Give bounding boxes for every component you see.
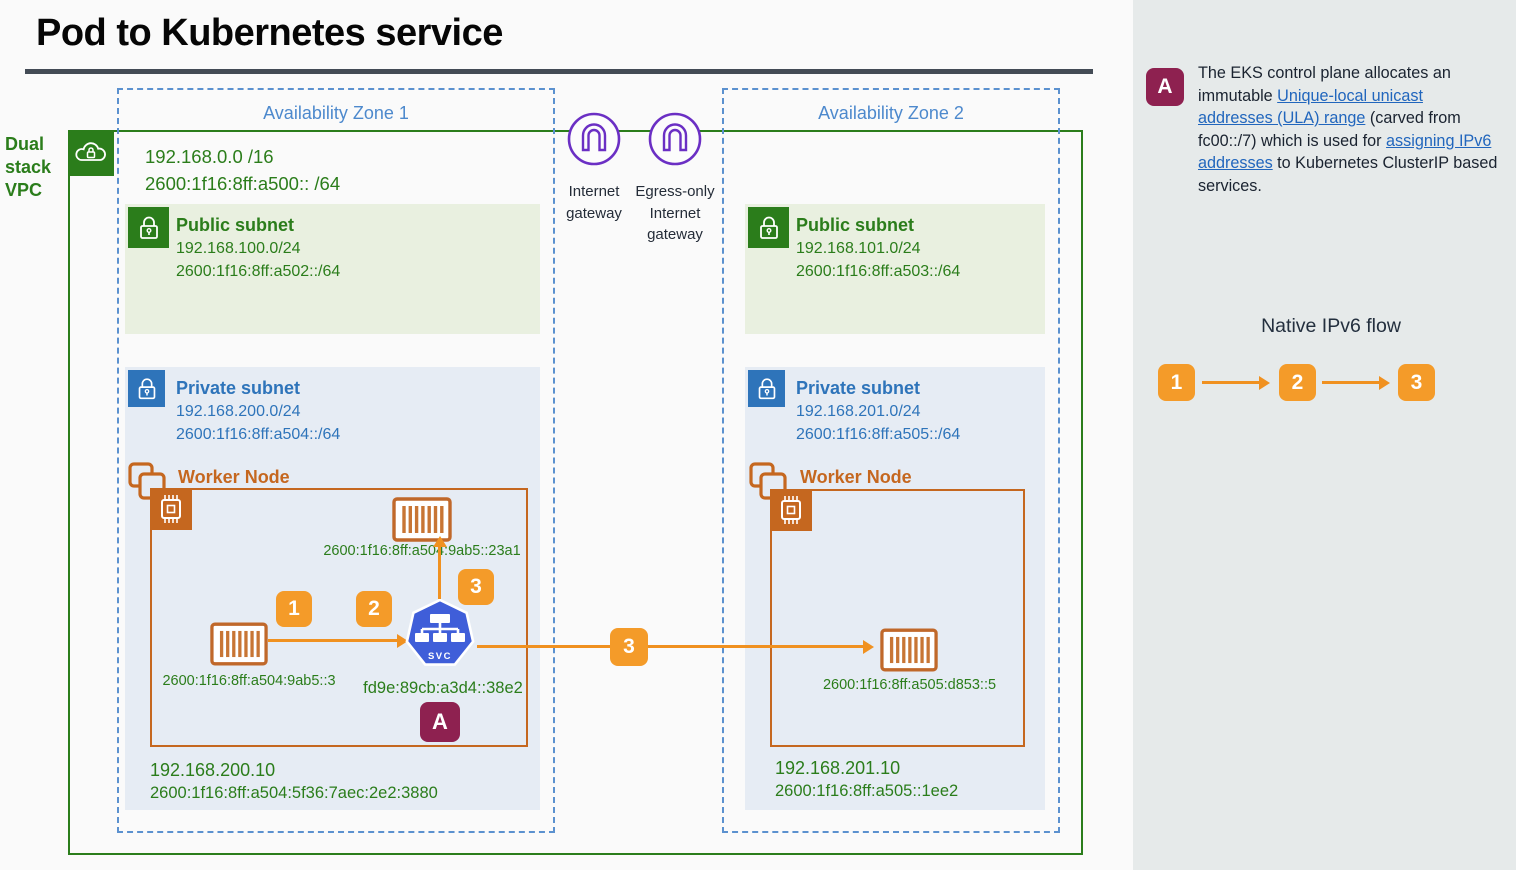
az2-private-cidr-v6: 2600:1f16:8ff:a505::/64 bbox=[796, 426, 961, 443]
step-2-badge: 2 bbox=[356, 591, 392, 627]
vpc-cidr-v4: 192.168.0.0 /16 bbox=[145, 146, 274, 167]
annotation-note: The EKS control plane allocates an immut… bbox=[1198, 62, 1500, 197]
step-1-badge: 1 bbox=[276, 591, 312, 627]
az1-node-ips: 192.168.200.10 2600:1f16:8ff:a504:5f36:7… bbox=[150, 759, 438, 804]
assigning-ipv6-link[interactable]: assigning IPv6 addresses bbox=[1198, 131, 1492, 173]
flow-title: Native IPv6 flow bbox=[1261, 315, 1401, 337]
flow-step-1-badge: 1 bbox=[1158, 364, 1195, 401]
az2-private-subnet: Private subnet 192.168.201.0/24 2600:1f1… bbox=[745, 367, 1045, 810]
az1-private-cidr-v6: 2600:1f16:8ff:a504::/64 bbox=[176, 426, 341, 443]
note-segment: to Kubernetes ClusterIP based services. bbox=[1198, 154, 1498, 195]
instance-chip-icon bbox=[770, 489, 812, 531]
az1-public-cidr-v4: 192.168.100.0/24 bbox=[176, 240, 301, 257]
az1-boundary: Availability Zone 1 bbox=[117, 88, 555, 833]
private-subnet-lock-icon bbox=[128, 370, 165, 407]
az2-label: Availability Zone 2 bbox=[818, 103, 964, 123]
private-subnet-lock-icon bbox=[748, 370, 785, 407]
egress-only-gateway-icon bbox=[648, 112, 702, 166]
az2-node-ipv4: 192.168.201.10 bbox=[775, 758, 901, 778]
pod-icon bbox=[210, 622, 268, 671]
az1-public-subnet-label: Public subnet bbox=[176, 215, 295, 235]
service-cluster-ip: fd9e:89cb:a3d4::38e2 bbox=[363, 679, 523, 697]
az2-public-subnet-label: Public subnet bbox=[796, 215, 915, 235]
vpc-cidr: 192.168.0.0 /16 2600:1f16:8ff:a500:: /64 bbox=[145, 143, 340, 197]
sidebar-annotation-a-badge: A bbox=[1146, 68, 1184, 106]
service-to-pod-arrow bbox=[433, 536, 447, 599]
az2-public-subnet: Public subnet 192.168.101.0/24 2600:1f16… bbox=[745, 204, 1045, 334]
az2-boundary: Availability Zone 2 bbox=[722, 88, 1060, 833]
sidebar: A The EKS control plane allocates an imm… bbox=[1133, 0, 1516, 870]
ula-range-link[interactable]: Unique-local unicast addresses (ULA) ran… bbox=[1198, 86, 1423, 128]
az2-worker-node-label: Worker Node bbox=[800, 467, 912, 487]
flow-step-3-badge: 3 bbox=[1398, 364, 1435, 401]
az2-worker-node-box: 2600:1f16:8ff:a505:d853::5 bbox=[770, 489, 1025, 747]
az2-private-subnet-label: Private subnet bbox=[796, 378, 921, 398]
az1-private-cidr-v4: 192.168.200.0/24 bbox=[176, 403, 301, 420]
internet-gateway-label: Internet gateway bbox=[566, 183, 622, 222]
vpc-label: Dual stack VPC bbox=[5, 134, 52, 200]
az1-node-ipv6: 2600:1f16:8ff:a504:5f36:7aec:2e2:3880 bbox=[150, 784, 438, 802]
flow-step-2-badge: 2 bbox=[1279, 364, 1316, 401]
az1-label: Availability Zone 1 bbox=[263, 103, 409, 123]
target-pod-ip: 2600:1f16:8ff:a504:9ab5::23a1 bbox=[323, 543, 521, 559]
flow-arrow bbox=[1202, 376, 1270, 390]
page-title: Pod to Kubernetes service bbox=[36, 12, 503, 54]
instance-chip-icon bbox=[150, 488, 192, 530]
public-subnet-lock-icon bbox=[128, 207, 169, 248]
step-3-badge: 3 bbox=[458, 569, 494, 605]
vpc-cidr-v6: 2600:1f16:8ff:a500:: /64 bbox=[145, 173, 341, 194]
kubernetes-service-icon: SVC bbox=[401, 598, 479, 676]
az1-private-subnet: Private subnet 192.168.200.0/24 2600:1f1… bbox=[125, 367, 540, 810]
az2-node-ips: 192.168.201.10 2600:1f16:8ff:a505::1ee2 bbox=[775, 757, 958, 802]
source-pod-ip: 2600:1f16:8ff:a504:9ab5::3 bbox=[162, 673, 336, 689]
internet-gateway-icon bbox=[567, 112, 621, 166]
pod-icon bbox=[880, 628, 938, 677]
az1-node-ipv4: 192.168.200.10 bbox=[150, 760, 276, 780]
az1-private-subnet-label: Private subnet bbox=[176, 378, 301, 398]
vpc-cloud-icon bbox=[68, 130, 114, 176]
az1-public-subnet: Public subnet 192.168.100.0/24 2600:1f16… bbox=[125, 204, 540, 334]
pod-to-service-arrow bbox=[268, 634, 408, 648]
az1-worker-node-label: Worker Node bbox=[178, 467, 290, 487]
flow-arrow bbox=[1322, 376, 1390, 390]
az2-public-cidr-v6: 2600:1f16:8ff:a503::/64 bbox=[796, 263, 961, 280]
az2-private-cidr-v4: 192.168.201.0/24 bbox=[796, 403, 921, 420]
svc-icon-text: SVC bbox=[428, 651, 452, 662]
note-segment: (carved from fc00::/7) which is used for bbox=[1198, 109, 1461, 150]
az2-node-ipv6: 2600:1f16:8ff:a505::1ee2 bbox=[775, 782, 959, 800]
public-subnet-lock-icon bbox=[748, 207, 789, 248]
egress-gateway-label: Egress-only Internet gateway bbox=[635, 183, 715, 243]
pod-icon bbox=[392, 497, 452, 547]
note-segment: The EKS control plane allocates an immut… bbox=[1198, 64, 1451, 105]
dest-pod-ip: 2600:1f16:8ff:a505:d853::5 bbox=[822, 677, 997, 693]
az2-public-cidr-v4: 192.168.101.0/24 bbox=[796, 240, 921, 257]
title-divider bbox=[25, 69, 1093, 74]
step-3-cross-badge: 3 bbox=[610, 628, 648, 666]
service-to-az2-pod-arrow bbox=[477, 640, 874, 654]
az1-worker-node-box: 2600:1f16:8ff:a504:9ab5::23a1 1 2 3 bbox=[150, 488, 528, 747]
az1-public-cidr-v6: 2600:1f16:8ff:a502::/64 bbox=[176, 263, 341, 280]
annotation-a-badge: A bbox=[420, 702, 460, 742]
